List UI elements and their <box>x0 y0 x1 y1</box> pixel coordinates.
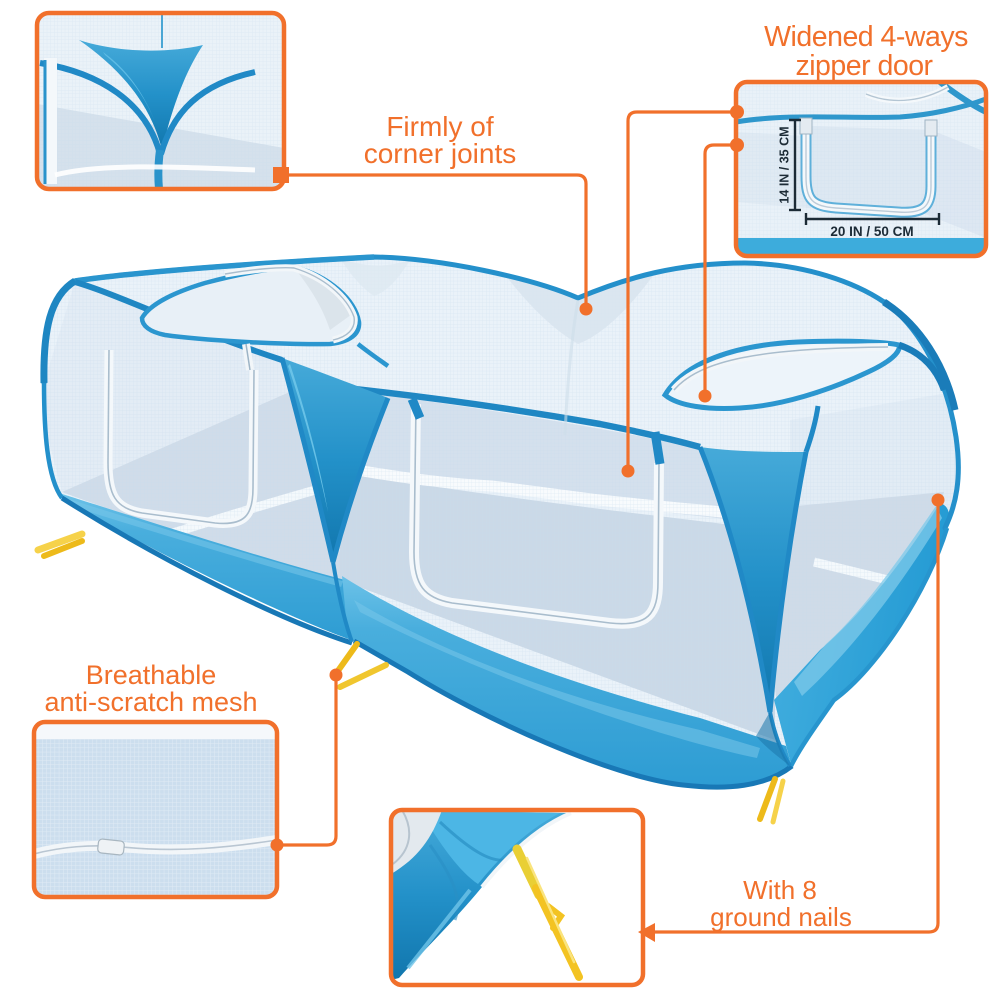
svg-text:corner joints: corner joints <box>364 138 517 169</box>
svg-text:14 IN / 35 CM: 14 IN / 35 CM <box>777 126 791 203</box>
svg-text:anti-scratch mesh: anti-scratch mesh <box>44 687 257 717</box>
svg-text:20 IN / 50 CM: 20 IN / 50 CM <box>830 224 913 239</box>
svg-text:zipper door: zipper door <box>795 50 933 82</box>
svg-text:ground nails: ground nails <box>710 902 852 932</box>
svg-text:Breathable: Breathable <box>86 660 217 690</box>
svg-text:Firmly of: Firmly of <box>386 111 494 142</box>
svg-text:With 8: With 8 <box>743 875 817 905</box>
svg-text:Widened 4-ways: Widened 4-ways <box>764 21 968 53</box>
